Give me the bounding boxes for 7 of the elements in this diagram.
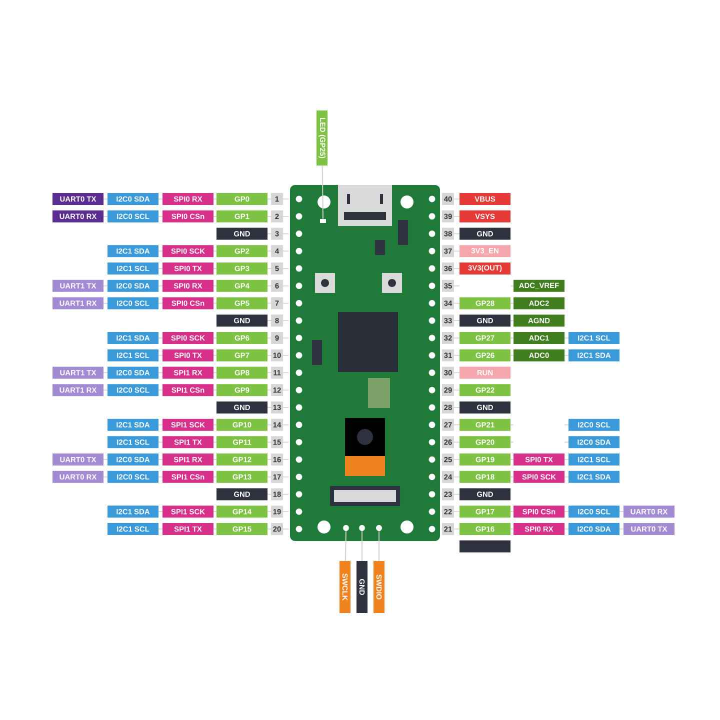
leader-line [344, 530, 346, 562]
pad [376, 525, 382, 531]
leader-line [378, 530, 380, 562]
leader-line [322, 165, 324, 220]
led [320, 219, 326, 223]
pad [359, 525, 365, 531]
pad [343, 525, 349, 531]
